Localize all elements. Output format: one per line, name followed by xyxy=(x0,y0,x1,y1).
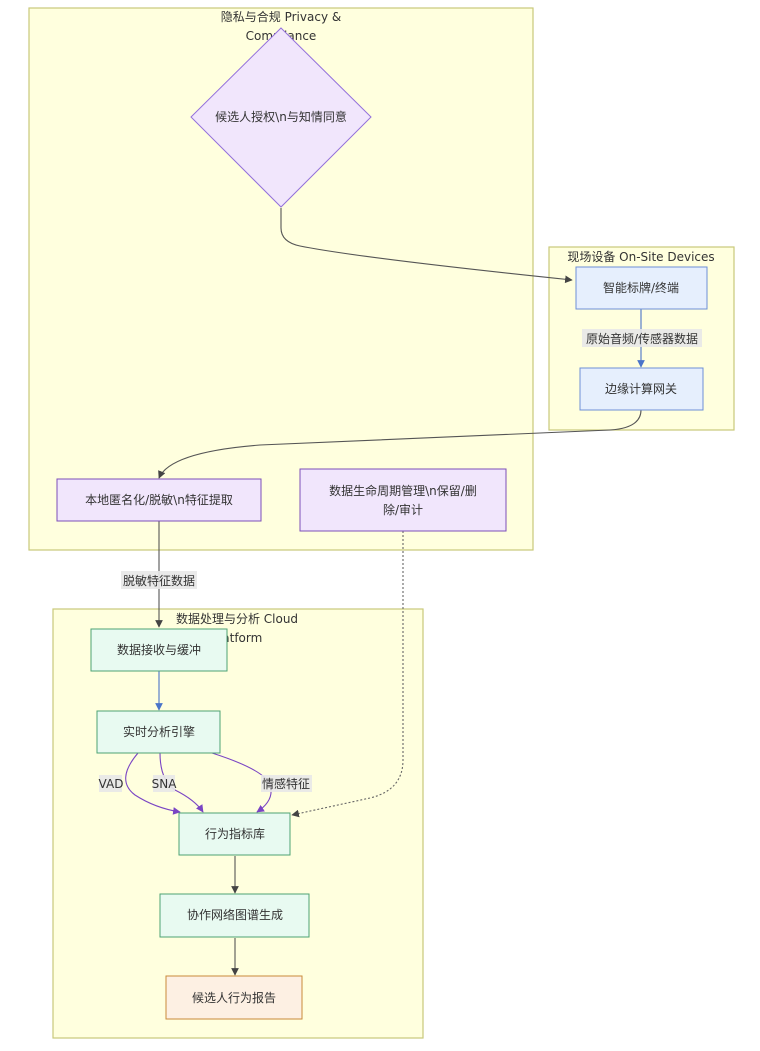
edge-label-sna-bg xyxy=(153,775,175,792)
node-ingest-shape[interactable] xyxy=(90,628,228,672)
node-metrics-label: 行为指标库 xyxy=(205,826,265,841)
edge-label-sna-text: SNA xyxy=(152,777,178,791)
edge-label-raw-audio-bg xyxy=(582,329,702,347)
edge-lifecycle-to-metrics xyxy=(291,531,404,818)
node-consent[interactable]: 候选人授权\n与知情同意 xyxy=(190,27,372,208)
node-consent-shape[interactable] xyxy=(190,27,372,208)
node-badge[interactable]: 智能标牌/终端 xyxy=(575,266,708,310)
node-anonymize-label: 本地匿名化/脱敏\n特征提取 xyxy=(85,492,233,507)
node-ingest[interactable]: 数据接收与缓冲 xyxy=(90,628,228,672)
cluster-privacy-title-line1: 隐私与合规 Privacy & xyxy=(221,9,341,24)
edge-engine-to-metrics-vad xyxy=(125,752,181,815)
edge-label-raw-audio-text: 原始音频/传感器数据 xyxy=(586,331,698,346)
edge-label-anon-features-text: 脱敏特征数据 xyxy=(123,573,195,588)
node-lifecycle-label-line2: 除/审计 xyxy=(383,502,423,517)
edge-label-sna: SNA xyxy=(152,775,178,792)
node-graph[interactable]: 协作网络图谱生成 xyxy=(159,893,310,938)
cluster-devices-title: 现场设备 On-Site Devices xyxy=(567,250,714,264)
edge-label-emotion-bg xyxy=(261,775,312,792)
node-engine[interactable]: 实时分析引擎 xyxy=(96,710,221,754)
edge-label-emotion-text: 情感特征 xyxy=(262,776,310,791)
node-lifecycle-shape[interactable] xyxy=(299,468,507,532)
node-report[interactable]: 候选人行为报告 xyxy=(165,975,303,1020)
node-lifecycle[interactable]: 数据生命周期管理\n保留/删 除/审计 xyxy=(299,468,507,532)
node-anonymize[interactable]: 本地匿名化/脱敏\n特征提取 xyxy=(56,478,262,522)
node-edge-gateway-label: 边缘计算网关 xyxy=(605,381,677,396)
edge-label-anon-features-bg xyxy=(121,571,197,589)
edge-label-anon-features: 脱敏特征数据 xyxy=(121,571,197,589)
edge-label-raw-audio: 原始音频/传感器数据 xyxy=(582,329,702,347)
node-report-shape[interactable] xyxy=(165,975,303,1020)
cluster-cloud-title-line1: 数据处理与分析 Cloud xyxy=(176,611,298,626)
edge-gateway-to-anon xyxy=(158,409,642,479)
node-graph-label: 协作网络图谱生成 xyxy=(187,907,283,922)
node-consent-label: 候选人授权\n与知情同意 xyxy=(215,109,347,124)
node-engine-shape[interactable] xyxy=(96,710,221,754)
edge-label-emotion: 情感特征 xyxy=(261,775,312,792)
node-lifecycle-label-line1: 数据生命周期管理\n保留/删 xyxy=(329,483,477,498)
node-metrics-shape[interactable] xyxy=(178,812,291,856)
edge-label-vad-text: VAD xyxy=(99,777,124,791)
edge-label-vad-bg xyxy=(99,775,122,792)
node-edge-gateway[interactable]: 边缘计算网关 xyxy=(579,367,704,411)
node-ingest-label: 数据接收与缓冲 xyxy=(117,642,201,657)
node-edge-gateway-shape[interactable] xyxy=(579,367,704,411)
node-report-label: 候选人行为报告 xyxy=(192,990,276,1005)
node-metrics[interactable]: 行为指标库 xyxy=(178,812,291,856)
node-badge-label: 智能标牌/终端 xyxy=(603,280,679,295)
node-engine-label: 实时分析引擎 xyxy=(123,724,195,739)
node-graph-shape[interactable] xyxy=(159,893,310,938)
edge-label-vad: VAD xyxy=(99,775,124,792)
node-badge-shape[interactable] xyxy=(575,266,708,310)
node-anonymize-shape[interactable] xyxy=(56,478,262,522)
edge-consent-to-badge xyxy=(280,208,573,284)
